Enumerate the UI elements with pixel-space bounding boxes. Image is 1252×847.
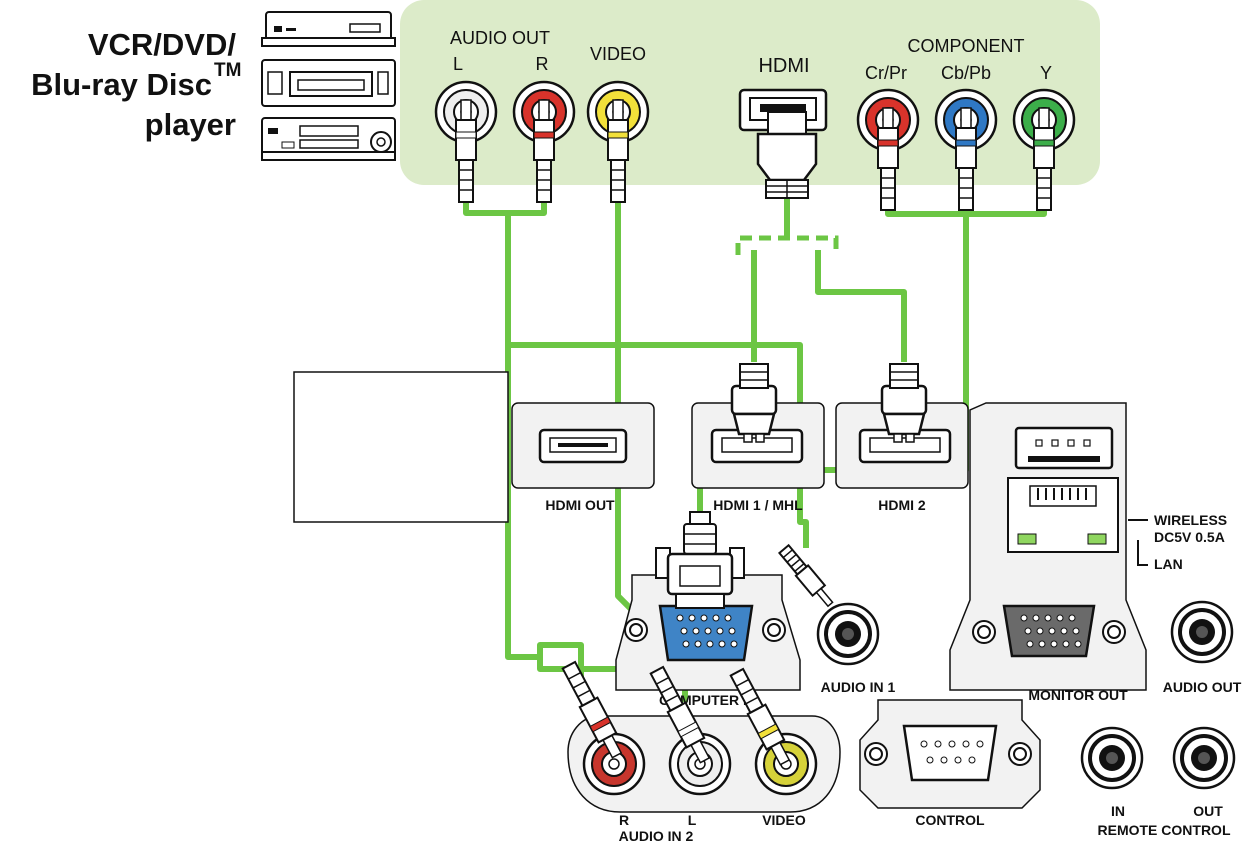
hdmi-source-label: HDMI (758, 55, 809, 77)
audio-cable-to-audio-in1 (508, 342, 809, 548)
cr-pr-label: Cr/Pr (865, 63, 907, 83)
cb-pb-label: Cb/Pb (941, 63, 991, 83)
audio-out-jack (1170, 600, 1234, 664)
component-cable-cr (885, 195, 966, 217)
hdmi-out-label: HDMI OUT (545, 497, 615, 513)
hdmi1-mhl-label: HDMI 1 / MHL (713, 497, 803, 513)
component-label: COMPONENT (908, 36, 1025, 56)
audio-in1-plug (777, 543, 834, 608)
dvd-player-icon (261, 59, 396, 107)
projector-outline (293, 371, 509, 523)
audio-out-label: AUDIO OUT (1163, 679, 1242, 695)
source-device-line3: player (145, 107, 236, 142)
audio-in2-label: AUDIO IN 2 (619, 828, 694, 844)
monitor-out-label: MONITOR OUT (1028, 687, 1128, 703)
remote-control-in-jack (1080, 726, 1144, 790)
audio-in2-r-label: R (619, 812, 629, 828)
component-cable-y (966, 195, 1047, 217)
source-device-line1: VCR/DVD/ (88, 27, 237, 62)
vcr-icon (261, 11, 396, 47)
hdmi1-mhl-port (691, 402, 825, 489)
component-cable-to-vga (697, 195, 969, 512)
source-device: VCR/DVD/ Blu-ray Disc TM player (31, 11, 396, 161)
source-device-line2: Blu-ray Disc (31, 67, 212, 102)
hdmi-cable-to-hdmi2 (815, 250, 907, 362)
wireless-label: WIRELESS (1154, 512, 1227, 528)
audio-in1-label: AUDIO IN 1 (821, 679, 896, 695)
vga-plug (655, 511, 745, 609)
remote-out-label: OUT (1193, 803, 1223, 819)
control-label: CONTROL (915, 812, 985, 828)
audio-cable-trunk (505, 213, 584, 695)
source-hdmi-plug (756, 111, 818, 199)
lan-label: LAN (1154, 556, 1183, 572)
wireless-lan-block (949, 402, 1147, 691)
video-in-label: VIDEO (762, 812, 806, 828)
hdmi-out-port (511, 402, 655, 489)
audio-in1-jack (816, 602, 880, 666)
y-label: Y (1040, 63, 1052, 83)
remote-in-label: IN (1111, 803, 1125, 819)
video-source-label: VIDEO (590, 44, 646, 64)
audio-r-source-label: R (536, 54, 549, 74)
wireless-power-label: DC5V 0.5A (1154, 529, 1225, 545)
audio-out-source-label: AUDIO OUT (450, 28, 550, 48)
audio-in2-l-label: L (688, 812, 697, 828)
hdmi-plug-into-hdmi1 (730, 362, 778, 444)
wireless-lan-callout-lines (1128, 519, 1148, 566)
hdmi2-label: HDMI 2 (878, 497, 926, 513)
hdmi-split-bracket (735, 235, 839, 255)
remote-control-out-jack (1172, 726, 1236, 790)
audio-l-source-label: L (453, 54, 463, 74)
remote-control-label: REMOTE CONTROL (1098, 822, 1231, 838)
bluray-player-icon (261, 117, 396, 161)
control-port (859, 699, 1041, 809)
computer-in-port (615, 574, 801, 691)
trademark-symbol: TM (214, 60, 241, 81)
hdmi-plug-into-hdmi2 (880, 362, 928, 444)
